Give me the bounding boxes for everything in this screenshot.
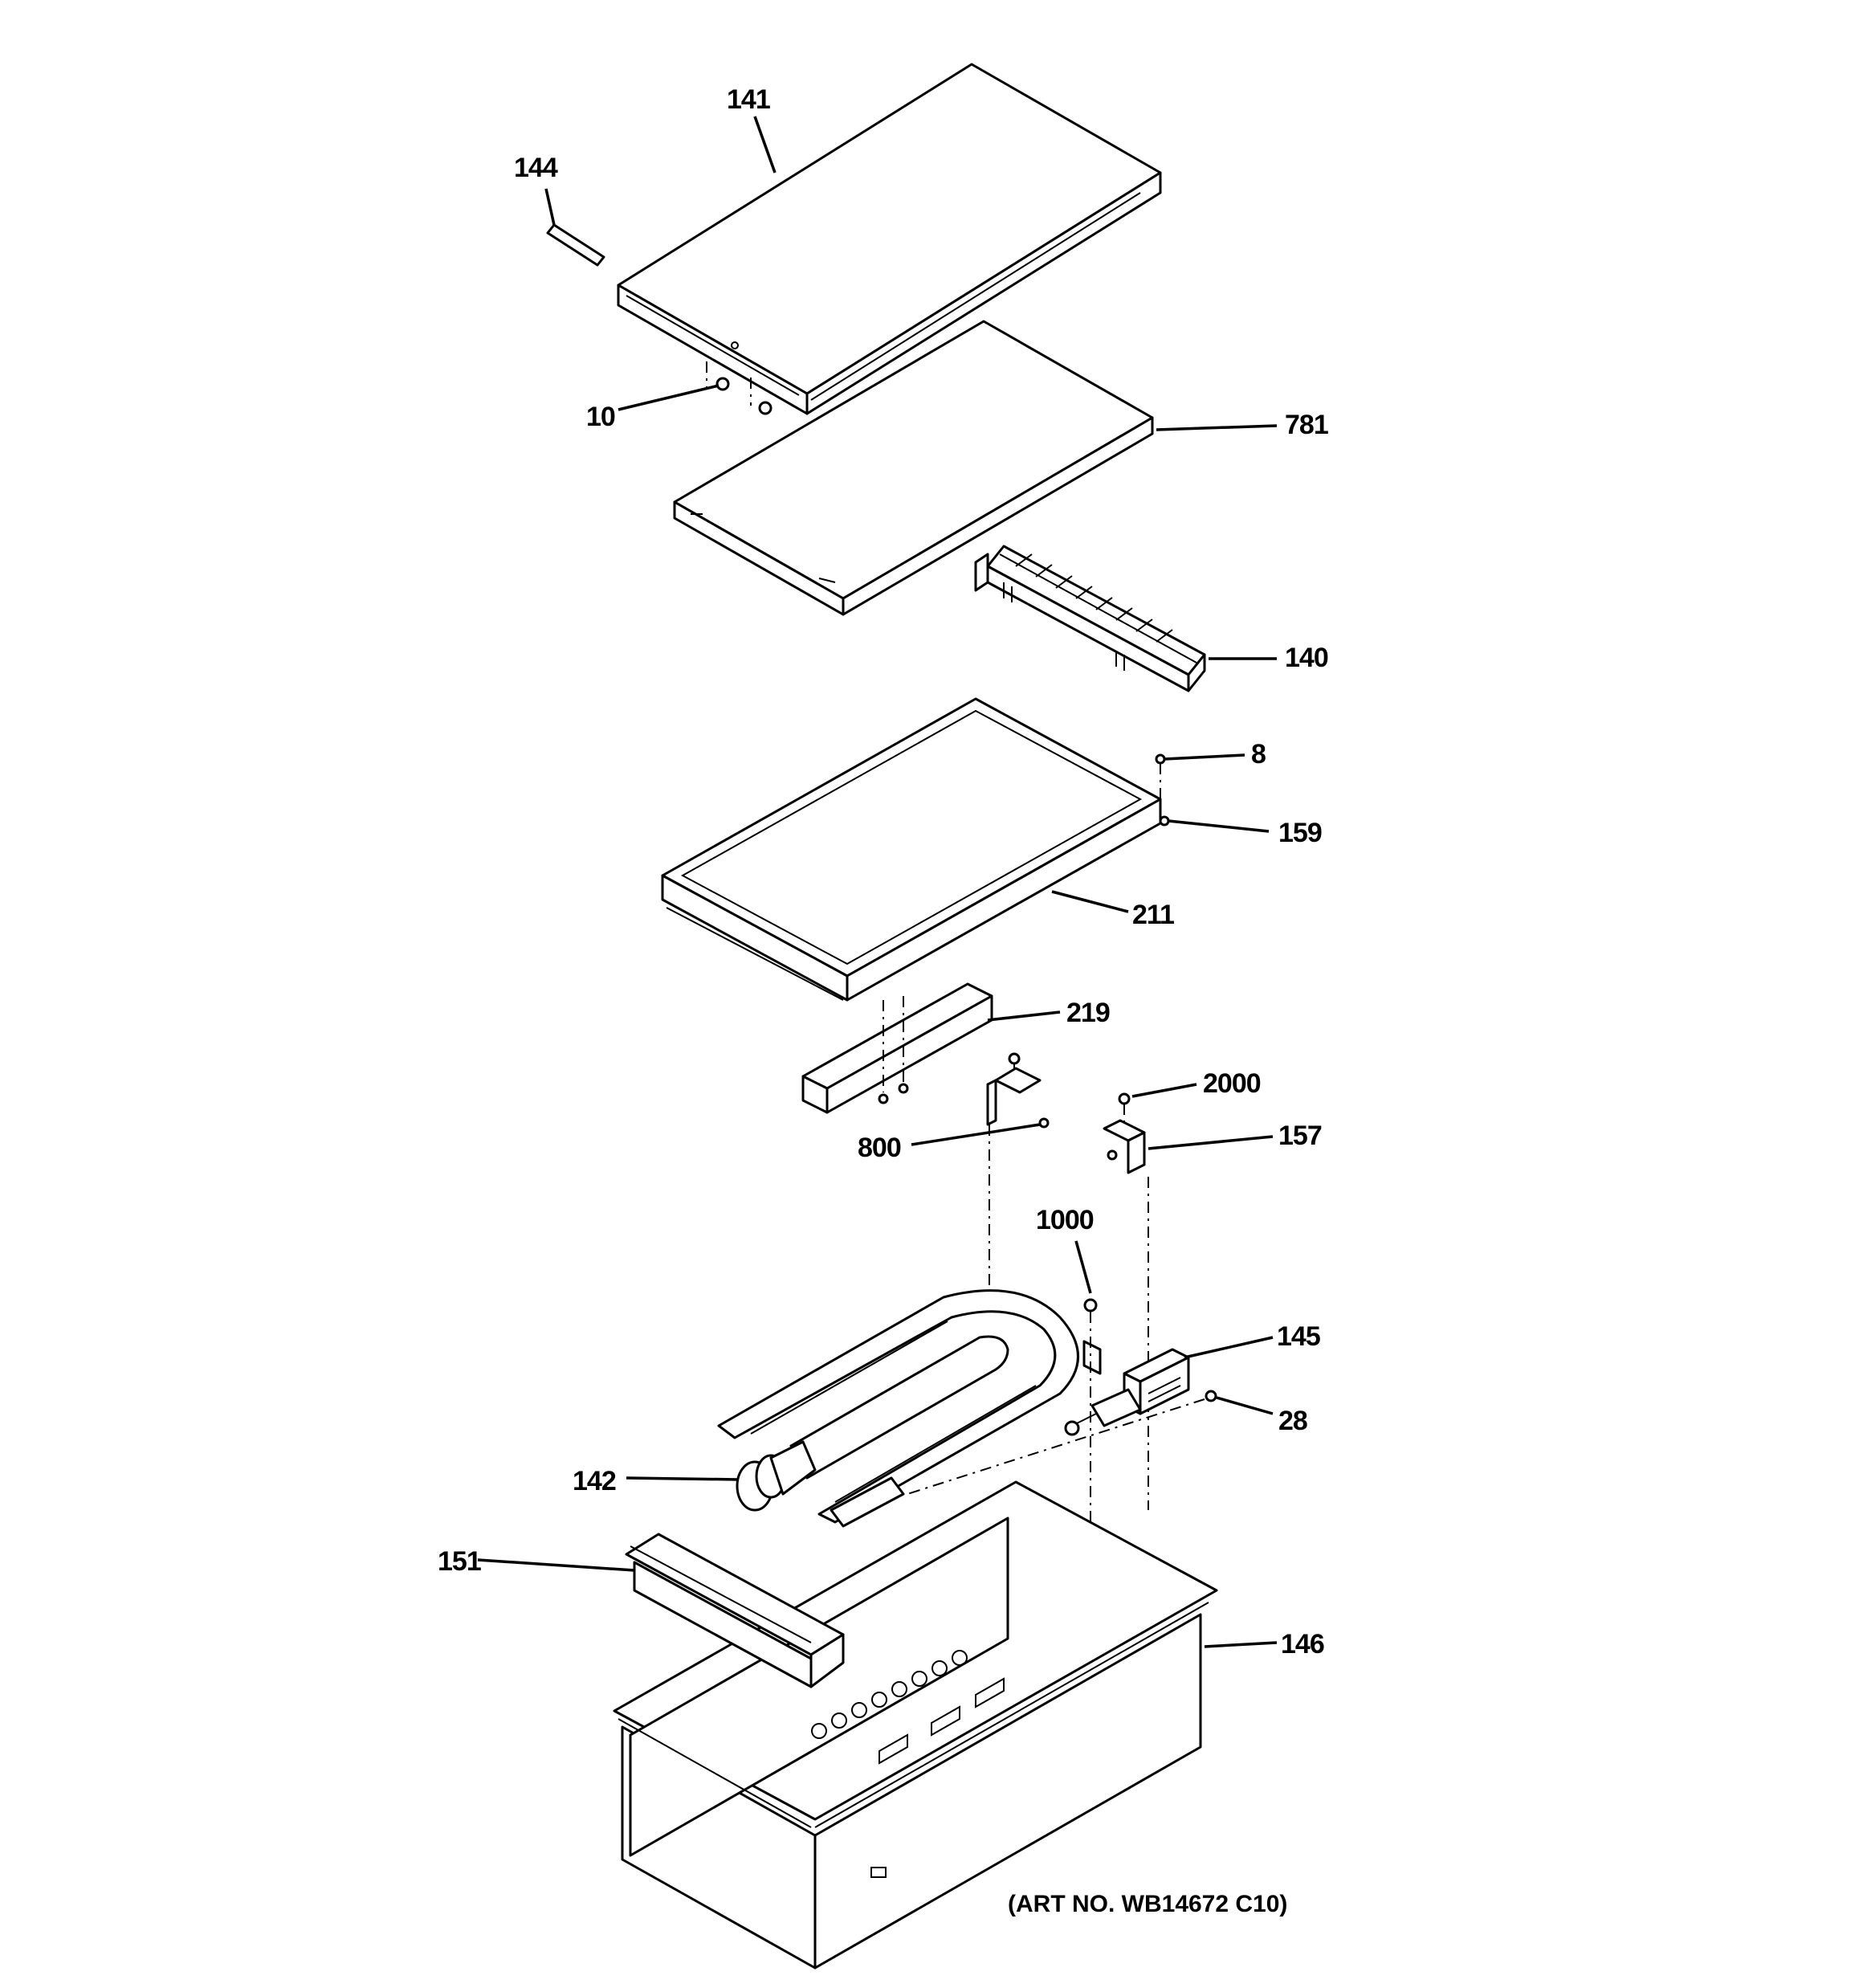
burner-box-holes: [811, 1650, 968, 1739]
callout-159: 159: [1278, 818, 1322, 848]
callout-8: 8: [1251, 739, 1266, 769]
callout-145: 145: [1277, 1321, 1320, 1352]
part-142-burner: [717, 1289, 1102, 1528]
part-800-bracket: [986, 1052, 1050, 1285]
callout-144: 144: [514, 153, 558, 183]
part-8-screw: [1155, 753, 1166, 803]
callout-211: 211: [1132, 900, 1174, 930]
part-28-screw: [907, 1390, 1217, 1495]
callout-141: 141: [727, 84, 770, 115]
callout-142: 142: [573, 1466, 616, 1496]
part-141-cover: [617, 63, 1162, 415]
callout-2000: 2000: [1203, 1068, 1261, 1099]
part-151-drip-tray: [625, 1533, 845, 1688]
callout-28: 28: [1278, 1406, 1307, 1436]
part-157-bracket: [1103, 1092, 1149, 1510]
part-211-griddle: [661, 697, 1162, 1002]
callout-1000: 1000: [1036, 1205, 1094, 1235]
art-number: (ART NO. WB14672 C10): [1008, 1891, 1287, 1917]
part-219-bracket: [801, 982, 993, 1114]
leader-lines: [477, 116, 1278, 1648]
part-159-hole: [1159, 815, 1170, 827]
callout-10: 10: [586, 402, 615, 432]
callout-151: 151: [438, 1546, 481, 1577]
part-781-plate: [673, 320, 1154, 616]
callout-labels: 141 144 10 781 140 8 159 211 219 2000 80…: [438, 84, 1329, 1659]
part-145-igniter: [1064, 1348, 1190, 1436]
callout-781: 781: [1285, 410, 1328, 440]
part-146-burner-box: [613, 1480, 1218, 1970]
callout-800: 800: [858, 1133, 901, 1163]
part-10-screws: [706, 361, 773, 415]
callout-140: 140: [1285, 643, 1328, 673]
callout-219: 219: [1066, 998, 1110, 1028]
callout-157: 157: [1278, 1121, 1322, 1151]
part-140-grate: [974, 545, 1206, 692]
callout-146: 146: [1281, 1629, 1324, 1659]
part-144-rod: [546, 223, 605, 267]
